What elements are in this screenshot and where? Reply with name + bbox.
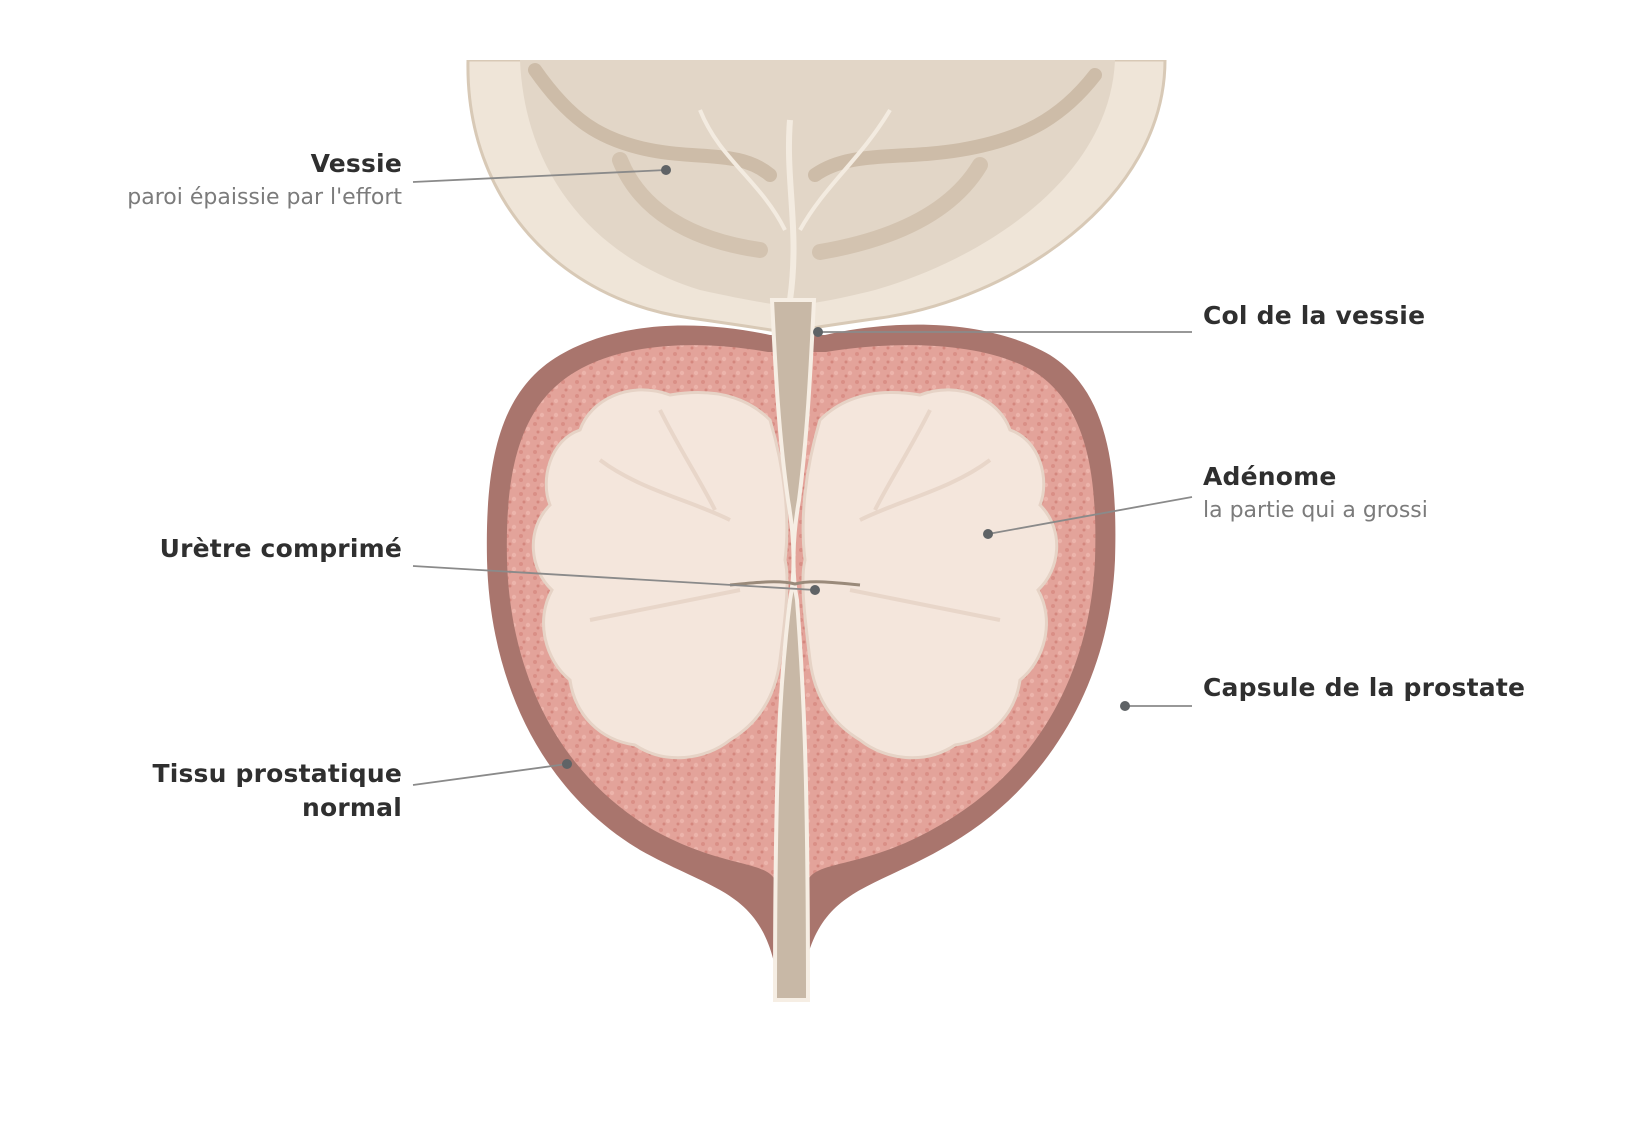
leader-dots [562, 165, 1130, 769]
label-capsule-title: Capsule de la prostate [1203, 673, 1526, 702]
dot-capsule [1120, 701, 1130, 711]
adenoma-left [531, 388, 789, 760]
label-vessie-subtitle: paroi épaissie par l'effort [127, 184, 402, 210]
label-uretre-title: Urètre comprimé [159, 534, 402, 563]
leader-lines [412, 169, 1193, 786]
urethra [729, 298, 861, 1002]
label-uretre: Urètre comprimé [159, 534, 402, 564]
label-adenome: Adénome la partie qui a grossi [1203, 462, 1428, 523]
label-adenome-title: Adénome [1203, 462, 1337, 491]
dot-adenome [983, 529, 993, 539]
label-tissu-title: Tissu prostatique normal [152, 759, 402, 822]
dot-uretre [810, 585, 820, 595]
leader-adenome [987, 496, 1193, 535]
dot-vessie [661, 165, 671, 175]
label-vessie-title: Vessie [310, 149, 402, 178]
label-col-title: Col de la vessie [1203, 301, 1426, 330]
bladder [466, 60, 1167, 334]
label-adenome-subtitle: la partie qui a grossi [1203, 497, 1428, 523]
dot-col [813, 327, 823, 337]
leader-tissu [412, 763, 568, 786]
label-capsule: Capsule de la prostate [1203, 673, 1526, 703]
label-tissu: Tissu prostatique normal [142, 757, 402, 825]
dot-tissu [562, 759, 572, 769]
label-col: Col de la vessie [1203, 301, 1426, 331]
leader-uretre [412, 565, 816, 591]
label-vessie: Vessie paroi épaissie par l'effort [127, 149, 402, 210]
leader-vessie [412, 169, 667, 183]
adenoma-right [801, 388, 1059, 760]
